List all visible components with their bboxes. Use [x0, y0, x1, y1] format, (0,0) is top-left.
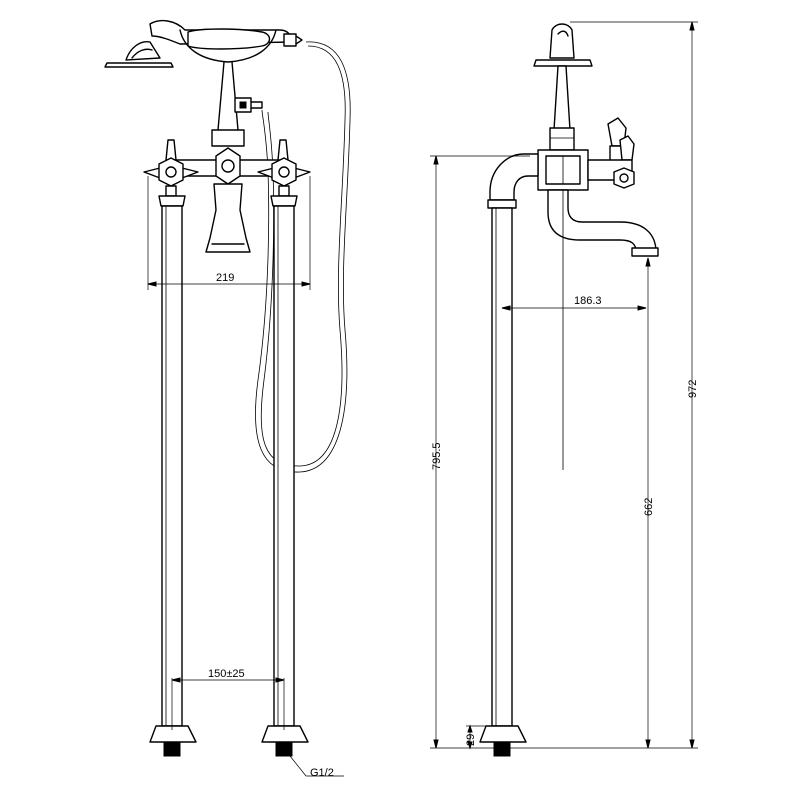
- dimension-outlet-height: 662: [643, 257, 655, 749]
- side-stem: [553, 65, 571, 131]
- dimension-label-219: 219: [216, 272, 234, 284]
- handset-cradle-plate: [104, 62, 174, 68]
- thread-label: G1/2: [310, 767, 334, 779]
- front-spout: [205, 183, 251, 253]
- side-leg: [479, 199, 527, 757]
- dimension-label-972: 972: [687, 380, 699, 398]
- thread-callout: G1/2: [289, 755, 344, 779]
- right-leg: [261, 195, 309, 757]
- right-cross-handle: [257, 139, 311, 197]
- side-cradle: [533, 59, 593, 67]
- front-view: 219 150±25 G1/2: [104, 19, 351, 779]
- side-hex-nut: [613, 167, 635, 189]
- dimension-foot-height: 29: [465, 724, 490, 750]
- dimension-leg-centres: 150±25: [171, 668, 285, 730]
- side-view: 186.3 662 795.5 972: [430, 21, 699, 757]
- dimension-spout-reach: 186.3: [501, 295, 647, 311]
- left-leg: [149, 195, 197, 757]
- dimension-label-795: 795.5: [431, 442, 443, 470]
- side-inlet-bend: [489, 153, 539, 201]
- dimension-spout-height: 795.5: [430, 155, 530, 749]
- dimension-spout-centres: 219: [147, 176, 311, 290]
- dimension-label-29: 29: [465, 734, 477, 746]
- side-spout: [547, 189, 657, 253]
- shower-hose: [255, 41, 351, 473]
- handset-stem: [217, 61, 239, 131]
- dimension-label-186: 186.3: [574, 295, 602, 307]
- dimension-overall-height: 972: [570, 21, 699, 749]
- centre-hex: [215, 147, 241, 185]
- dimension-label-662: 662: [643, 498, 655, 516]
- dimension-label-150: 150±25: [208, 668, 245, 680]
